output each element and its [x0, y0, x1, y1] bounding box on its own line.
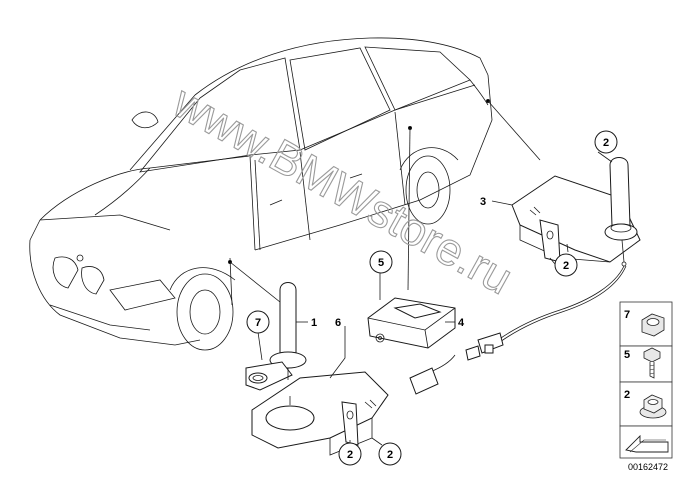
- callout-4: 4: [458, 317, 465, 329]
- arrow-icon: [625, 434, 669, 453]
- callout-leaders: [257, 151, 613, 446]
- legend-number-7: 7: [624, 309, 630, 321]
- svg-text:5: 5: [378, 257, 384, 269]
- callout-7: 7: [246, 310, 270, 334]
- part-3-bracket: [511, 157, 641, 267]
- diagram-part-id: 00162472: [628, 462, 668, 472]
- part-1-antenna: [245, 282, 307, 391]
- flange-nut-icon: [639, 394, 667, 419]
- fastener-legend: 7 5 2: [619, 301, 673, 459]
- car-drawing: [29, 37, 493, 351]
- callout-3: 3: [480, 196, 486, 208]
- svg-text:7: 7: [255, 317, 261, 329]
- callout-5: 5: [369, 250, 393, 274]
- callout-2-bottom-left: 2: [338, 442, 362, 466]
- svg-text:2: 2: [347, 449, 353, 461]
- screw-icon: [643, 347, 661, 379]
- svg-text:2: 2: [603, 137, 609, 149]
- hex-nut-icon: [641, 313, 665, 337]
- callout-2-mid: 2: [554, 253, 578, 277]
- svg-text:2: 2: [563, 260, 569, 272]
- antenna-cable: [409, 265, 627, 395]
- part-4-module: [367, 297, 456, 349]
- legend-number-2: 2: [624, 389, 630, 401]
- callout-2-bottom-right: 2: [378, 442, 402, 466]
- legend-number-5: 5: [624, 349, 630, 361]
- callout-2-top: 2: [594, 130, 618, 154]
- callout-6: 6: [335, 317, 341, 329]
- leader-lines: [227, 99, 541, 311]
- svg-text:2: 2: [387, 449, 393, 461]
- callout-1: 1: [311, 317, 317, 329]
